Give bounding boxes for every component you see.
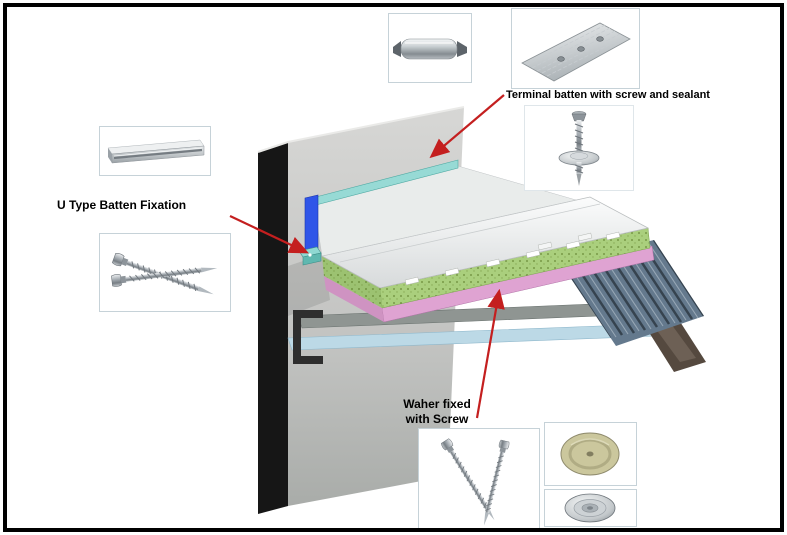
arrow-terminal-batten <box>429 94 505 159</box>
annotation-arrows <box>229 94 505 419</box>
crossed-screws-icon <box>110 251 219 301</box>
perforated-batten-icon <box>521 22 631 82</box>
wall-top-edge-highlight <box>257 106 465 153</box>
wall-left-edge <box>258 142 288 514</box>
crossed-screws-icon <box>440 437 511 527</box>
insulation-speckle-left <box>322 256 382 308</box>
deck-ribs <box>560 240 704 339</box>
callout-terminal-batten-plate <box>511 8 640 89</box>
dome-washer-icon <box>564 493 616 523</box>
washer-disc-icon <box>560 432 620 476</box>
label-washer-line2: with Screw <box>405 412 469 426</box>
callout-sealant-roll <box>388 13 472 83</box>
u-channel-batten-icon <box>107 139 205 164</box>
callout-dome-washer <box>544 489 637 527</box>
insulation-speckle <box>380 228 650 308</box>
callout-screw-with-washer <box>524 105 634 191</box>
u-batten-piece <box>298 246 322 266</box>
wall-shadow <box>288 254 330 316</box>
roof-slab <box>320 196 655 323</box>
callout-screws-bottom <box>418 428 540 529</box>
callout-screws-left <box>99 233 231 312</box>
arrow-u-type-batten <box>229 215 309 254</box>
washer-plates <box>404 231 621 286</box>
label-u-type-batten: U Type Batten Fixation <box>57 198 187 212</box>
label-terminal-batten: Terminal batten with screw and sealant <box>506 89 710 101</box>
sealant-roll-icon <box>393 38 467 60</box>
wall-bracket <box>293 310 323 364</box>
label-washer-line1: Waher fixed <box>403 397 471 411</box>
arrow-washer-screw <box>475 288 505 419</box>
board-layer-pink-left <box>324 276 384 322</box>
callout-washer-disc <box>544 422 637 486</box>
label-washer-fixed: Waher fixed with Screw <box>388 397 486 427</box>
screw-with-washer-icon <box>558 111 600 186</box>
membrane-fold-line <box>339 203 601 263</box>
wall-flashing-group <box>298 159 577 266</box>
callout-u-batten <box>99 126 211 176</box>
